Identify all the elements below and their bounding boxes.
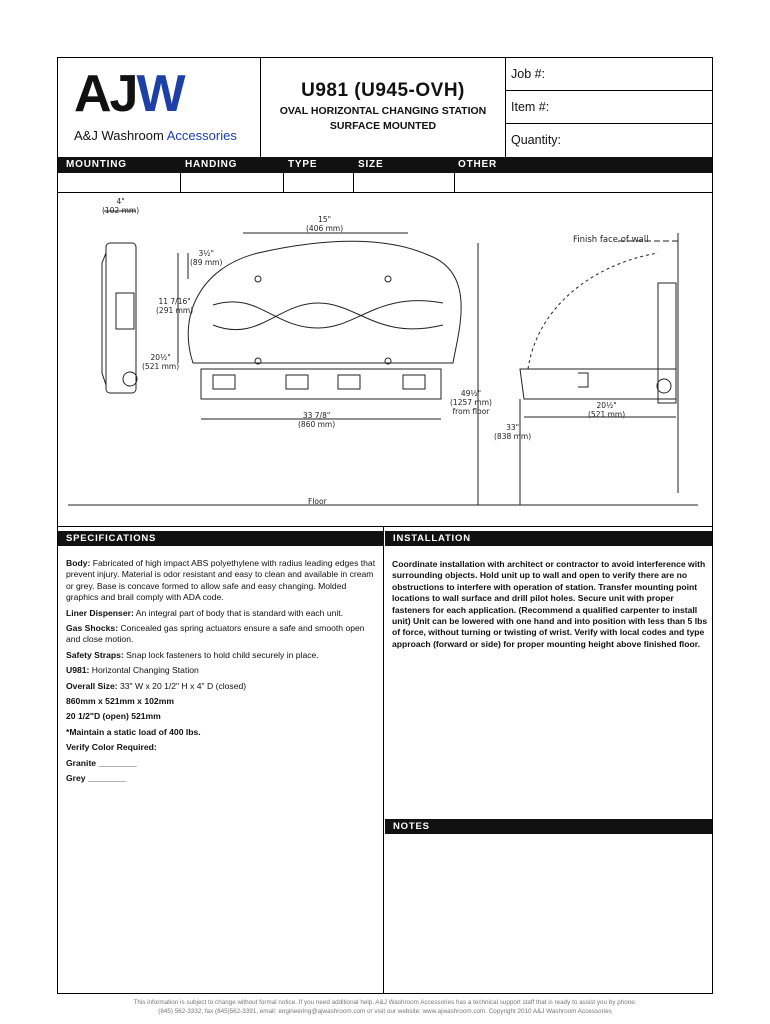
finish-face-label: Finish face of wall	[573, 235, 649, 245]
spec-straps: Safety Straps: Snap lock fasteners to ho…	[66, 649, 319, 660]
right-view-notch	[578, 372, 589, 388]
cell-other[interactable]	[455, 173, 712, 193]
floor-label: Floor	[308, 497, 327, 506]
notes-area[interactable]	[385, 834, 712, 992]
option-cells	[58, 173, 712, 193]
specifications-text: Body: Fabricated of high impact ABS poly…	[66, 558, 378, 789]
cell-type[interactable]	[284, 173, 354, 193]
installation-text: Coordinate installation with architect o…	[392, 559, 708, 649]
spec-overall: Overall Size: 33" W x 20 1/2" H x 4" D (…	[66, 680, 247, 691]
col-other: OTHER	[458, 159, 497, 170]
dim-20-5-right: 20½" (521 mm)	[588, 401, 626, 419]
technical-drawing: 4" (102 mm) 15" (406 mm) 3½" (89 mm) 11 …	[58, 193, 712, 527]
cell-handing[interactable]	[181, 173, 284, 193]
side-view-hinge	[122, 371, 138, 387]
footer-line-2: (845) 562-3332, fax (845)562-3391, email…	[158, 1008, 612, 1015]
col-handing: HANDING	[185, 159, 238, 170]
mount-hole	[254, 275, 262, 283]
base-slot	[402, 374, 426, 390]
option-header-bar: MOUNTING HANDING TYPE SIZE OTHER	[58, 157, 712, 173]
base-slot	[285, 374, 309, 390]
company-name: A&J Washroom Accessories	[74, 128, 237, 143]
mount-hole	[254, 357, 262, 365]
col-type: TYPE	[288, 159, 318, 170]
side-view-bracket	[115, 292, 135, 330]
spec-gas: Gas Shocks: Concealed gas spring actuato…	[66, 623, 365, 645]
mount-hole	[384, 275, 392, 283]
mount-hole	[384, 357, 392, 365]
front-oval	[187, 240, 462, 364]
drawing-svg	[68, 210, 698, 506]
product-title-block: U981 (U945-OVH) OVAL HORIZONTAL CHANGING…	[261, 58, 506, 157]
dim-33: 33" (838 mm)	[494, 423, 532, 441]
notes-header: NOTES	[385, 819, 712, 834]
spec-body: Body: Fabricated of high impact ABS poly…	[66, 558, 376, 603]
footer-line-1: This information is subject to change wi…	[133, 999, 637, 1006]
dim-11-7-16: 11 7/16" (291 mm)	[156, 297, 194, 315]
cell-mounting[interactable]	[58, 173, 181, 193]
front-oval-contour-lower	[212, 302, 444, 331]
job-fields: Job #: Item #: Quantity:	[506, 58, 712, 157]
dim-4: 4" (102 mm)	[102, 197, 140, 215]
spec-liner: Liner Dispenser: An integral part of bod…	[66, 607, 344, 618]
cell-size[interactable]	[354, 173, 455, 193]
installation-header: INSTALLATION	[385, 531, 712, 546]
mount-type: SURFACE MOUNTED	[329, 120, 437, 132]
logo-block: AJW A&J Washroom Accessories	[58, 58, 261, 157]
base-slot	[337, 374, 361, 390]
right-view-hinge	[656, 378, 672, 394]
front-oval-contour	[212, 300, 444, 329]
swing-arc	[527, 252, 659, 370]
right-view-mount	[657, 282, 677, 404]
spec-verify: Verify Color Required:	[66, 742, 157, 753]
dim-3-5: 3½" (89 mm)	[190, 249, 223, 267]
footer: This information is subject to change wi…	[40, 998, 730, 1016]
specifications-header: SPECIFICATIONS	[58, 531, 384, 546]
specifications-column	[58, 527, 384, 993]
side-view-edge	[101, 252, 107, 386]
front-base	[200, 368, 442, 400]
col-size: SIZE	[358, 159, 384, 170]
base-slot	[212, 374, 236, 390]
product-name: OVAL HORIZONTAL CHANGING STATION	[279, 105, 487, 117]
ajw-logo: AJW	[74, 65, 186, 123]
dim-33-7-8: 33 7/8" (860 mm)	[298, 411, 336, 429]
side-view-body	[105, 242, 137, 394]
quantity-field[interactable]: Quantity:	[511, 133, 562, 147]
dim-20-5: 20½" (521 mm)	[142, 353, 180, 371]
spec-open: 20 1/2"D (open) 521mm	[66, 711, 161, 722]
job-number-field[interactable]: Job #:	[506, 58, 712, 91]
right-view-table	[519, 368, 677, 400]
spec-metric: 860mm x 521mm x 102mm	[66, 696, 174, 707]
spec-grey[interactable]: Grey ________	[66, 773, 127, 784]
spec-load: *Maintain a static load of 400 lbs.	[66, 726, 201, 737]
spec-sheet: AJW A&J Washroom Accessories U981 (U945-…	[57, 57, 713, 994]
col-mounting: MOUNTING	[66, 159, 127, 170]
spec-model: U981: Horizontal Changing Station	[66, 665, 199, 676]
model-number: U981 (U945-OVH)	[301, 80, 465, 101]
dim-49-5: 49½" (1257 mm) from floor	[450, 389, 492, 416]
dim-15: 15" (406 mm)	[306, 215, 344, 233]
item-number-field[interactable]: Item #:	[506, 91, 712, 124]
spec-granite[interactable]: Granite ________	[66, 757, 137, 768]
